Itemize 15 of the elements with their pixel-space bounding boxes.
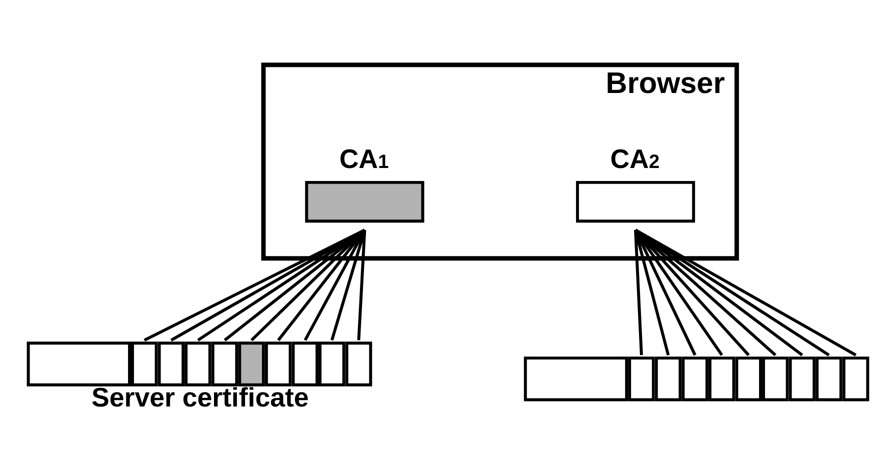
connector [634,230,643,356]
connector [634,229,750,356]
connector [634,229,696,356]
connector [634,230,670,356]
connector [330,230,366,341]
connector [634,228,776,356]
connector [634,229,724,356]
node-label: CA2 [610,144,660,174]
node-label: CA1 [339,144,389,174]
node-label: Server certificate [92,382,309,412]
connector [304,229,366,341]
connector [277,229,366,342]
connector [224,228,366,342]
connector [250,229,366,342]
connector [357,230,366,340]
